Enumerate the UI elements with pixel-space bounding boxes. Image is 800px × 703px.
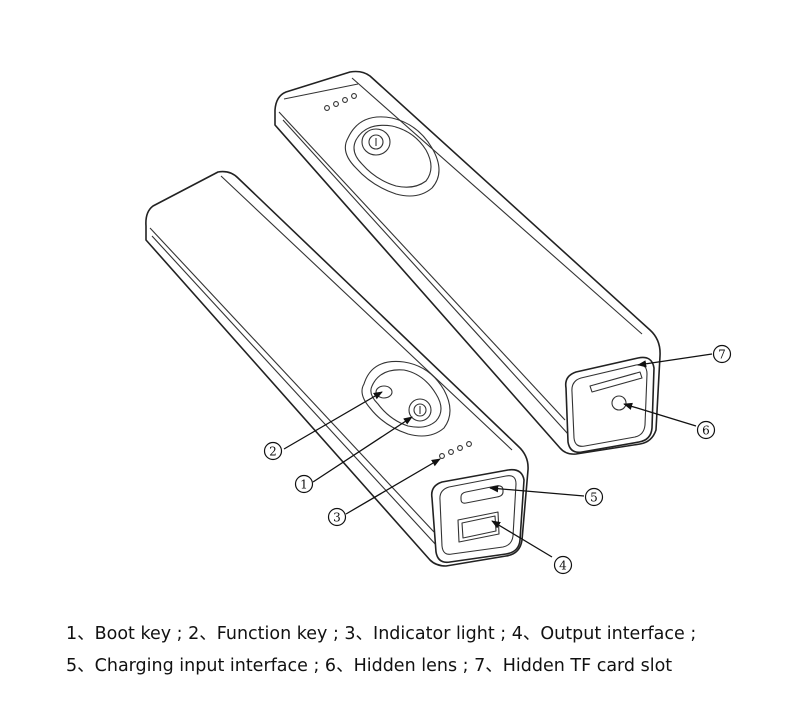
caption-line-2: 5、Charging input interface ; 6、Hidden le… (66, 656, 673, 676)
callout-1: 1 (294, 474, 314, 494)
svg-text:1: 1 (300, 478, 308, 492)
charging-input-slot (460, 485, 504, 504)
front-key-area (361, 360, 451, 437)
caption-line-1: 1、Boot key ; 2、Function key ; 3、Indicato… (66, 624, 697, 644)
svg-text:6: 6 (702, 424, 710, 438)
svg-text:7: 7 (718, 348, 726, 362)
leader-4 (491, 520, 553, 558)
callout-5: 5 (584, 487, 604, 507)
back-device (274, 70, 661, 455)
leader-5 (489, 485, 585, 497)
legend-caption: 1、Boot key ; 2、Function key ; 3、Indicato… (66, 618, 786, 682)
callout-2: 2 (263, 441, 283, 461)
output-usb-port (457, 511, 500, 543)
leader-2 (283, 391, 383, 450)
callout-6: 6 (696, 420, 716, 440)
front-device (145, 170, 529, 567)
svg-text:2: 2 (269, 445, 277, 459)
svg-text:4: 4 (559, 559, 567, 573)
leader-1 (312, 416, 413, 483)
leader-3 (345, 458, 441, 515)
power-bank-camera-diagram: 1 2 3 4 5 6 7 (145, 70, 732, 575)
leader-lines (283, 353, 713, 558)
svg-text:3: 3 (333, 511, 341, 525)
boot-key (408, 398, 432, 422)
back-indicator-lights (324, 93, 357, 111)
leader-7 (637, 353, 713, 368)
tf-card-slot (589, 371, 643, 393)
svg-text:5: 5 (590, 491, 598, 505)
callout-3: 3 (327, 507, 347, 527)
leader-6 (623, 402, 697, 427)
back-key-area (344, 116, 440, 197)
callout-4: 4 (553, 555, 573, 575)
front-indicator-lights (439, 441, 472, 459)
callout-7: 7 (712, 344, 732, 364)
